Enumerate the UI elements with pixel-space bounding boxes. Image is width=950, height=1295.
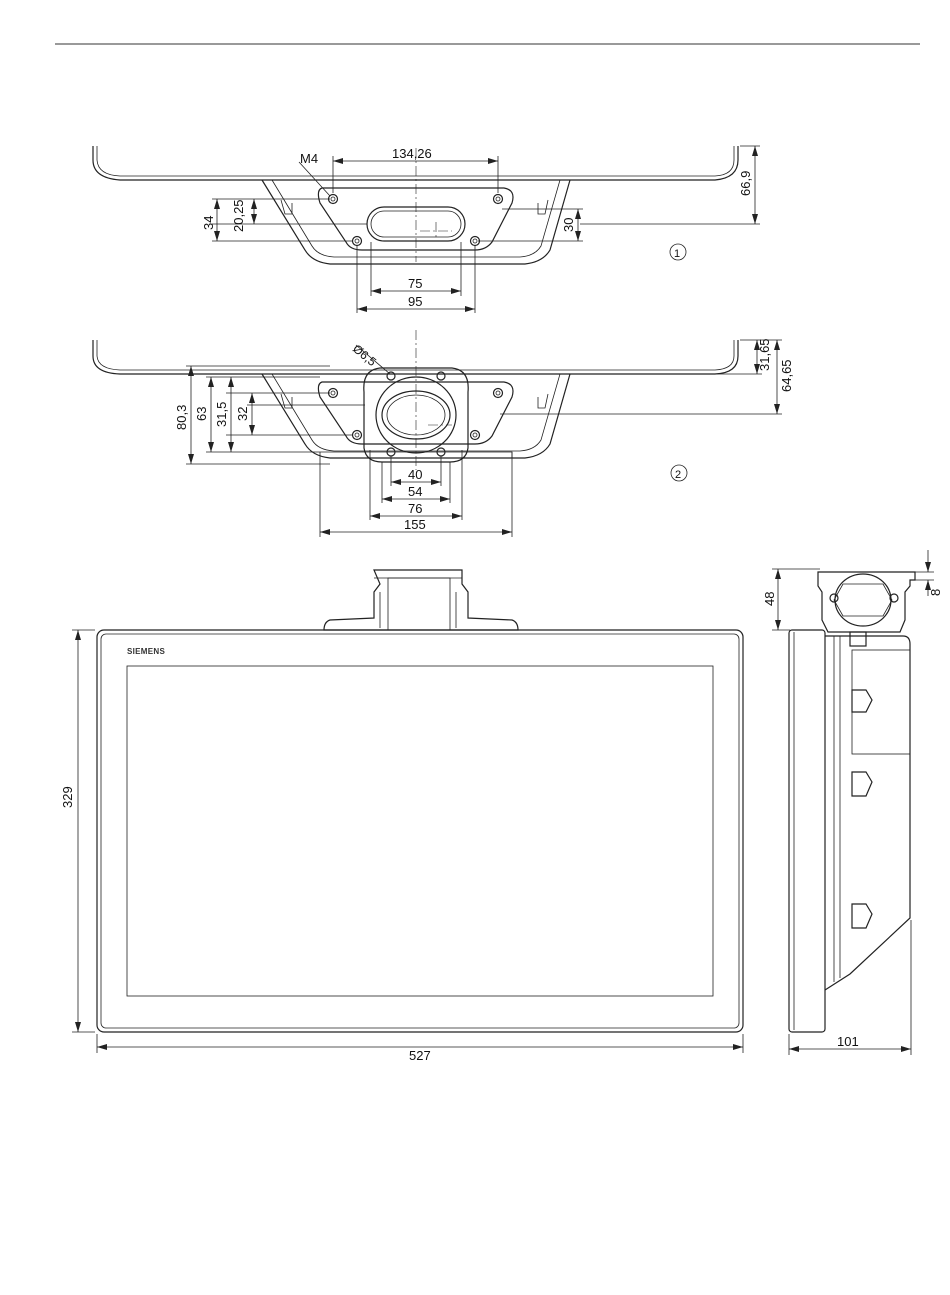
- dim-101: 101: [837, 1034, 859, 1049]
- view-2-pipe-mount: Ø6,5 31,65 64,65 80,3 63 31,5 32: [93, 330, 794, 537]
- dim-527: 527: [409, 1048, 431, 1063]
- dim-48: 48: [762, 592, 777, 606]
- dim-54: 54: [408, 484, 422, 499]
- view-1-top-mount: M4 134,26 66,9 34 20,25 30 75 95: [93, 146, 760, 313]
- brand-logo: SIEMENS: [127, 647, 165, 656]
- dim-329: 329: [60, 786, 75, 808]
- dim-31-65: 31,65: [757, 338, 772, 371]
- dim-95: 95: [408, 294, 422, 309]
- dim-63: 63: [194, 407, 209, 421]
- thread-label: M4: [300, 151, 318, 166]
- dim-34: 34: [201, 216, 216, 230]
- dim-40: 40: [408, 467, 422, 482]
- dim-155: 155: [404, 517, 426, 532]
- dim-80-3: 80,3: [174, 405, 189, 430]
- dim-31-5: 31,5: [214, 402, 229, 427]
- dim-134-26: 134,26: [392, 146, 432, 161]
- dim-66-9: 66,9: [738, 171, 753, 196]
- dim-8: 8: [928, 589, 943, 596]
- view-2-marker: 2: [675, 469, 681, 481]
- dim-30: 30: [561, 218, 576, 232]
- dim-76: 76: [408, 501, 422, 516]
- dim-hole-dia: Ø6,5: [350, 342, 379, 370]
- view-1-marker: 1: [674, 248, 680, 260]
- dim-32: 32: [235, 407, 250, 421]
- dim-64-65: 64,65: [779, 359, 794, 392]
- dim-20-25: 20,25: [231, 199, 246, 232]
- front-view: SIEMENS 329 527: [60, 570, 743, 1063]
- dim-75: 75: [408, 276, 422, 291]
- side-view: 48 8 101: [762, 550, 943, 1055]
